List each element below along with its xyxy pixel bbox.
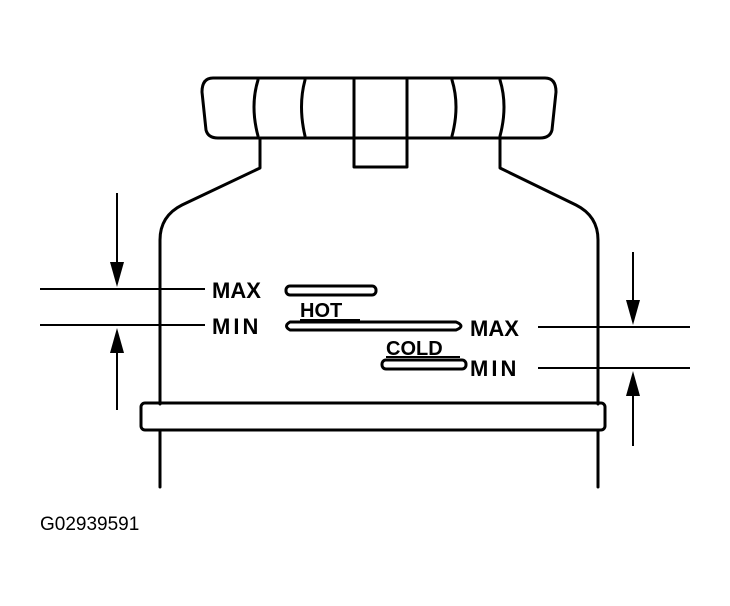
- reservoir-collar: [139, 401, 607, 432]
- reservoir-body: [158, 136, 600, 489]
- hot-min-mark: [285, 320, 463, 332]
- hot-max-label: MAX: [212, 278, 261, 303]
- hot-label: HOT: [300, 300, 342, 322]
- left-dimension: [40, 193, 205, 410]
- cold-level-marks: [380, 356, 468, 371]
- figure-id: G02939591: [40, 514, 139, 535]
- down-arrow-icon: [110, 262, 124, 287]
- up-arrow-icon: [110, 328, 124, 353]
- down-arrow-icon: [626, 300, 640, 325]
- hot-level-marks: [284, 284, 463, 332]
- cold-min-mark: [380, 358, 468, 371]
- hot-min-label: MIN: [212, 314, 261, 339]
- right-dimension: [538, 252, 690, 446]
- hot-max-mark: [284, 284, 378, 297]
- up-arrow-icon: [626, 371, 640, 396]
- cold-max-label: MAX: [470, 316, 519, 341]
- cold-label: COLD: [386, 338, 443, 360]
- cold-min-label: MIN: [470, 356, 519, 381]
- reservoir-cap: [200, 76, 558, 169]
